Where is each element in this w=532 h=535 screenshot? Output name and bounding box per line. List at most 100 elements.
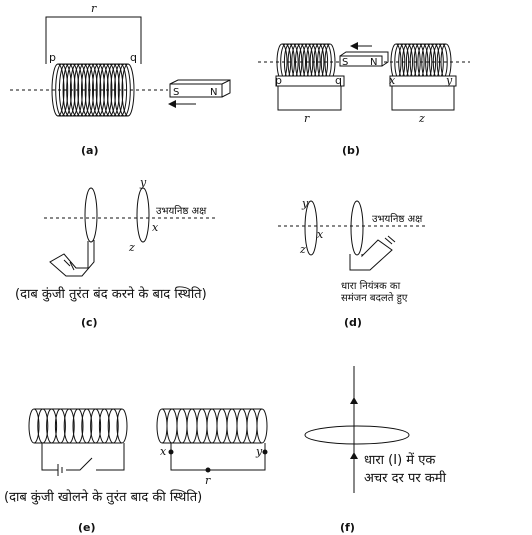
note-d-line2: समंजन बदलते हुए: [341, 292, 408, 305]
label-y-c: y: [139, 176, 147, 189]
label-r-a: r: [91, 2, 97, 15]
solenoid-e-left: [28, 408, 128, 444]
label-z-b: z: [418, 112, 425, 125]
note-f-line1: धारा (I) में एक: [364, 452, 436, 468]
winding-turn: [58, 63, 72, 117]
panel-f: [304, 366, 410, 493]
label-r-e: r: [205, 474, 211, 487]
winding-turn: [99, 63, 113, 117]
winding-turn: [216, 408, 228, 444]
winding-turn: [69, 63, 83, 117]
winding-turn: [62, 63, 76, 117]
winding-turn: [166, 408, 178, 444]
solenoid-e-right: [156, 408, 268, 444]
winding-turn: [46, 408, 58, 444]
panel-b: [258, 42, 470, 111]
winding-turn: [90, 408, 102, 444]
winding-turn: [256, 408, 268, 444]
winding-turn: [92, 63, 105, 117]
circuit-wire-e-left: [41, 443, 125, 471]
coil-c-leads: [49, 240, 95, 277]
circuit-wire-e-right: [170, 443, 266, 471]
winding-turn: [66, 63, 80, 117]
panel-c: [44, 187, 216, 277]
loop-f: [304, 425, 410, 445]
bar-magnet-a: [169, 83, 223, 98]
caption-e: (e): [78, 521, 96, 534]
rheostat-d: [349, 239, 393, 271]
coil-c-right: [136, 187, 150, 243]
caption-a: (a): [81, 144, 98, 157]
label-q-a: q: [130, 51, 137, 64]
winding-turn: [196, 408, 208, 444]
winding-turn: [54, 408, 66, 444]
label-x-d: x: [317, 228, 324, 241]
winding-turn: [28, 408, 40, 444]
coil-d-right: [350, 200, 364, 256]
circuit-wire-b-left: [277, 86, 342, 111]
axis-label-c: उभयनिष्ठ अक्ष: [156, 205, 207, 217]
label-x-c: x: [152, 221, 159, 234]
winding-turn: [81, 408, 93, 444]
winding-turn: [88, 63, 102, 117]
note-c: (दाब कुंजी तुरंत बंद करने के बाद स्थिति): [15, 286, 207, 302]
winding-turn: [77, 63, 91, 117]
coil-d-left: [304, 200, 318, 256]
coil-c-left: [84, 187, 98, 243]
winding-turn: [107, 408, 119, 444]
platform-b-right: [389, 75, 457, 87]
caption-b: (b): [342, 144, 360, 157]
circuit-wire-b-right: [391, 86, 455, 111]
axis-label-d: उभयनिष्ठ अक्ष: [372, 213, 423, 225]
panel-d: [278, 200, 426, 271]
label-p-b: p: [275, 74, 282, 87]
winding-turn: [121, 63, 135, 117]
winding-turn: [246, 408, 258, 444]
panel-a: [10, 16, 231, 117]
circuit-wire-a: [45, 16, 142, 64]
magnet-s-a: S: [173, 87, 179, 98]
winding-turn: [37, 408, 49, 444]
winding-turn: [81, 63, 94, 117]
solenoid-a: [51, 63, 135, 117]
label-y-e: y: [255, 445, 263, 458]
winding-turn: [95, 63, 109, 117]
winding-turn: [206, 408, 218, 444]
winding-turn: [156, 408, 168, 444]
winding-turn: [106, 63, 120, 117]
label-q-b: q: [335, 74, 342, 87]
winding-turn: [103, 63, 117, 117]
label-z-c: z: [128, 241, 135, 254]
winding-turn: [117, 63, 131, 117]
magnet-n-a: N: [210, 87, 217, 98]
winding-turn: [55, 63, 69, 117]
note-e: (दाब कुंजी खोलने के तुरंत बाद की स्थिति): [4, 489, 202, 505]
label-y-b: y: [445, 74, 453, 87]
winding-turn: [63, 408, 75, 444]
magnet-n-b: N: [370, 57, 377, 68]
label-x-b: x: [389, 74, 396, 87]
label-x-e: x: [160, 445, 167, 458]
label-p-a: p: [49, 51, 56, 64]
platform-b-left: [275, 75, 345, 87]
label-z-d: z: [299, 243, 306, 256]
winding-turn: [84, 63, 98, 117]
note-f-line2: अचर दर पर कमी: [364, 470, 447, 486]
winding-turn: [110, 63, 124, 117]
note-d-line1: धारा नियंत्रक का: [341, 280, 401, 292]
winding-turn: [73, 63, 87, 117]
magnet-s-b: S: [342, 57, 348, 68]
bar-magnet-b: [339, 55, 383, 67]
winding-turn: [176, 408, 188, 444]
winding-turn: [114, 63, 128, 117]
winding-turn: [186, 408, 198, 444]
panel-e: [28, 408, 268, 476]
label-r-b: r: [304, 112, 310, 125]
winding-turn: [72, 408, 84, 444]
caption-d: (d): [344, 316, 362, 329]
winding-turn: [226, 408, 238, 444]
winding-turn: [51, 63, 65, 117]
winding-turn: [98, 408, 110, 444]
winding-turn: [236, 408, 248, 444]
